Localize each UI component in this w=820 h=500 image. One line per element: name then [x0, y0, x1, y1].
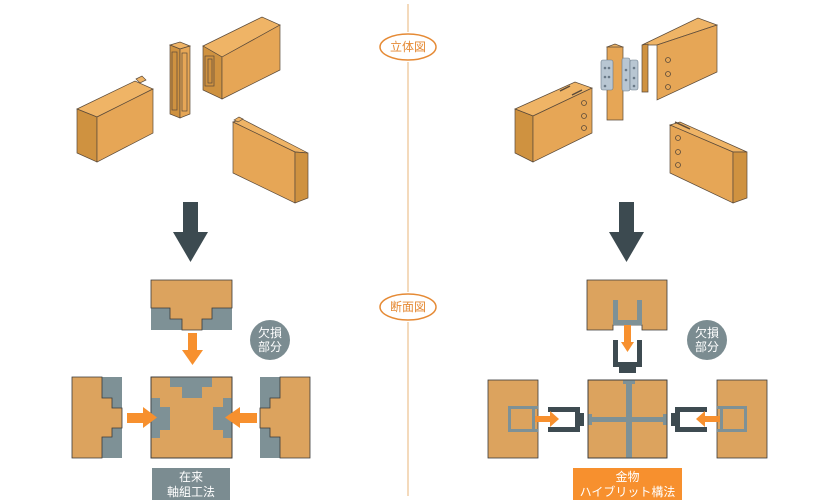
left-beam	[514, 81, 593, 163]
hybrid-method-caption: 金物 ハイブリット構法	[573, 468, 682, 500]
traditional-method-caption: 在来 軸組工法	[152, 468, 230, 500]
orange-arrow-left-icon	[696, 411, 720, 427]
perspective-view-label: 立体図	[379, 33, 437, 61]
top-right-beam	[202, 16, 281, 100]
traditional-section: 欠損 部分 在来 軸組工法	[71, 279, 311, 500]
loss-area-badge: 欠損 部分	[250, 320, 290, 360]
left-member-section	[71, 376, 123, 459]
perspective-view-text: 立体図	[390, 39, 426, 54]
svg-text:欠損: 欠損	[258, 325, 282, 340]
bottom-right-beam	[232, 116, 309, 204]
post-with-metal-hardware	[600, 43, 639, 121]
down-arrow-icon	[609, 202, 644, 262]
orange-arrow-down-icon	[182, 333, 203, 365]
left-member-section	[487, 379, 539, 459]
traditional-joint-3d	[76, 16, 309, 204]
svg-text:欠損: 欠損	[695, 325, 719, 340]
orange-arrow-right-icon	[535, 411, 559, 427]
right-member-section	[716, 379, 768, 459]
top-member-section	[150, 279, 233, 331]
bottom-right-beam	[668, 121, 748, 204]
orange-arrow-left-icon	[225, 407, 257, 428]
svg-text:金物: 金物	[615, 469, 639, 484]
svg-text:軸組工法: 軸組工法	[167, 485, 215, 499]
top-right-beam	[641, 17, 719, 101]
down-arrow-icon	[173, 202, 208, 262]
svg-text:部分: 部分	[258, 339, 282, 354]
section-view-text: 断面図	[390, 299, 426, 314]
svg-text:在来: 在来	[179, 470, 203, 484]
hybrid-section: 欠損 部分 金物 ハイブリット構法	[487, 279, 768, 500]
metal-bracket-right	[671, 407, 707, 432]
post-section	[150, 376, 233, 459]
metal-bracket-top	[613, 340, 642, 373]
mortised-post	[168, 41, 192, 119]
loss-area-badge: 欠損 部分	[687, 320, 727, 360]
post-section	[587, 379, 668, 459]
orange-arrow-down-icon	[621, 325, 634, 352]
hybrid-joint-3d	[514, 17, 748, 204]
left-beam	[76, 75, 154, 163]
svg-text:部分: 部分	[695, 339, 719, 354]
svg-text:ハイブリット構法: ハイブリット構法	[580, 484, 676, 499]
metal-bracket-left	[548, 407, 584, 432]
orange-arrow-right-icon	[127, 407, 157, 428]
section-view-label: 断面図	[379, 293, 437, 321]
right-member-section	[259, 376, 311, 459]
top-member-section	[586, 279, 668, 331]
